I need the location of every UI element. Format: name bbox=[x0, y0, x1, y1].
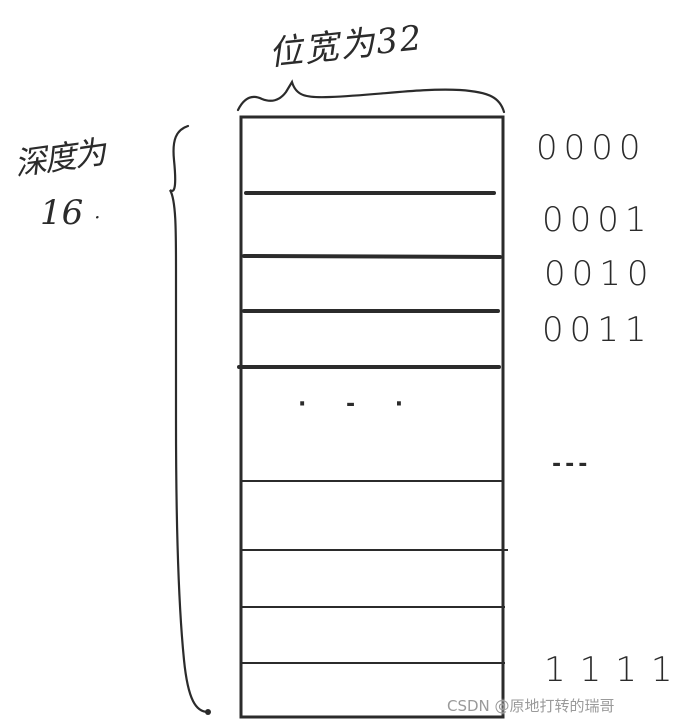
depth-brace bbox=[169, 124, 210, 714]
depth-number: 16 bbox=[40, 193, 84, 233]
watermark: CSDN @原地打转的瑞哥 bbox=[447, 697, 615, 715]
address-0000: 0000 bbox=[536, 128, 647, 168]
depth-dash: · bbox=[94, 205, 101, 229]
width-brace bbox=[236, 79, 506, 114]
memory-rows-bottom bbox=[240, 480, 508, 664]
memory-block bbox=[239, 115, 505, 719]
address-ellipsis: --- bbox=[552, 452, 592, 477]
memory-rows-top bbox=[237, 191, 502, 369]
address-0001: 0001 bbox=[542, 200, 653, 240]
depth-value: 16 · bbox=[40, 193, 100, 233]
address-0011: 0011 bbox=[542, 310, 653, 350]
address-1111: 1111 bbox=[544, 650, 674, 690]
address-0010: 0010 bbox=[544, 254, 655, 294]
rows-ellipsis: · - · bbox=[298, 392, 420, 417]
